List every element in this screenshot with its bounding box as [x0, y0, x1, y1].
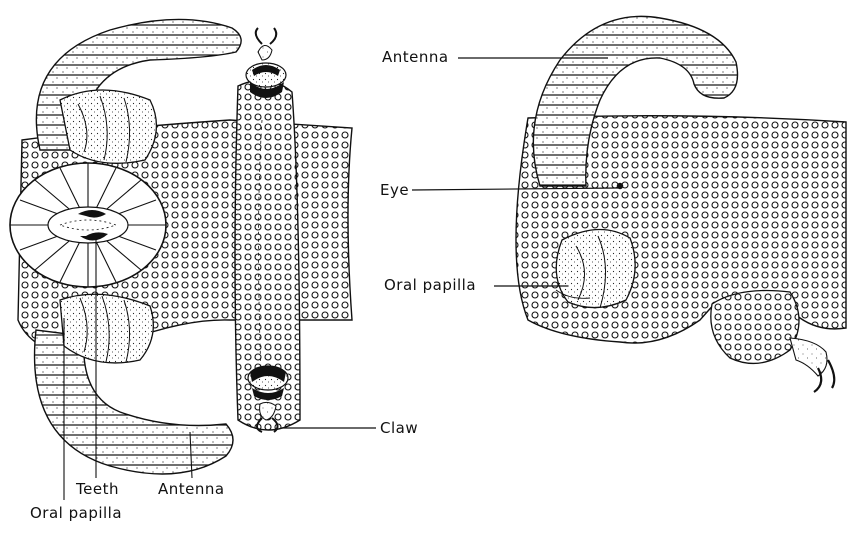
left-oral-papilla-label: Oral papilla [30, 504, 122, 522]
right-view [412, 16, 846, 392]
left-upper-claw-icon [256, 28, 277, 44]
left-teeth-label: Teeth [76, 480, 119, 498]
left-lower-oral-papilla [60, 294, 153, 363]
right-oral-papilla-label: Oral papilla [384, 276, 476, 294]
left-mouth-rosette [10, 163, 166, 287]
left-upper-oral-papilla [60, 90, 156, 163]
right-eye-label: Eye [380, 181, 409, 199]
left-upper-leg [246, 28, 286, 98]
left-antenna-label: Antenna [158, 480, 225, 498]
left-view [10, 19, 376, 500]
right-antenna-label: Antenna [382, 48, 449, 66]
left-claw-label: Claw [380, 419, 418, 437]
